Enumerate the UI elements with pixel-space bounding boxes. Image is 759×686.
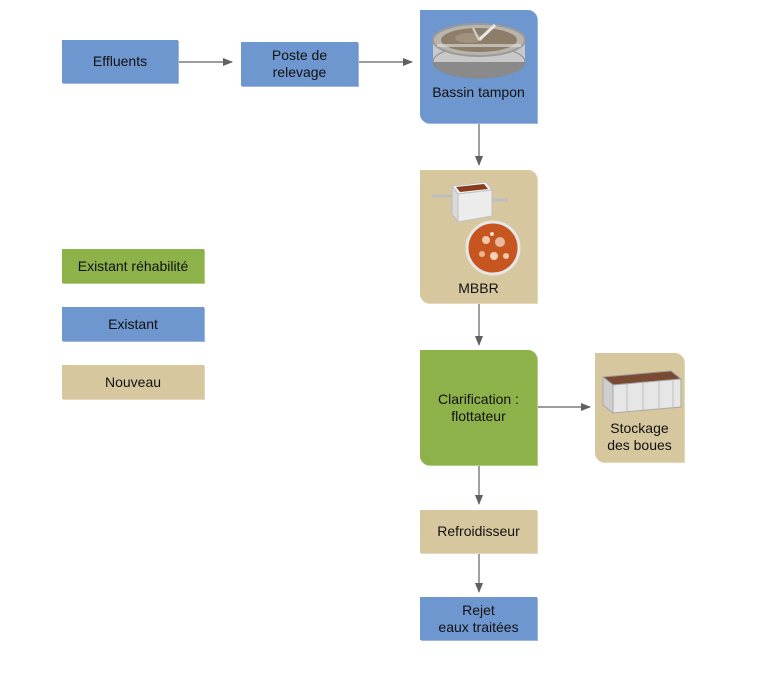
node-rejet-eaux-traitees: Rejet eaux traitées — [420, 597, 537, 640]
node-rejet-label: Rejet eaux traitées — [438, 601, 519, 635]
legend-blue-label: Existant — [108, 315, 158, 332]
legend-existant: Existant — [62, 307, 204, 341]
node-bassin-tampon: Bassin tampon — [420, 10, 537, 123]
circular-tank-image — [431, 23, 526, 79]
node-poste-de-relevage: Poste de relevage — [241, 42, 358, 86]
mbbr-reactor-image — [432, 181, 521, 276]
node-effluents-label: Effluents — [92, 53, 148, 69]
node-poste-label: Poste de relevage — [271, 47, 328, 80]
node-mbbr: MBBR — [420, 170, 537, 303]
node-refroidisseur-label: Refroidisseur — [437, 523, 520, 539]
node-refroidisseur: Refroidisseur — [420, 510, 537, 553]
node-mbbr-label: MBBR — [458, 280, 499, 296]
node-effluents: Effluents — [62, 40, 178, 83]
node-clarification-label: Clarification : flottateur — [438, 390, 519, 424]
node-stockage-des-boues: Stockage des boues — [595, 353, 684, 462]
node-stockage-label: Stockage des boues — [607, 420, 672, 453]
node-clarification-flottateur: Clarification : flottateur — [420, 350, 537, 465]
sludge-container-image — [601, 370, 683, 415]
legend-existant-rehabilite: Existant réhabilité — [62, 249, 204, 283]
legend-green-label: Existant réhabilité — [77, 257, 189, 274]
legend-nouveau: Nouveau — [62, 365, 204, 399]
legend-tan-label: Nouveau — [104, 373, 162, 390]
node-bassin-label: Bassin tampon — [432, 84, 525, 100]
